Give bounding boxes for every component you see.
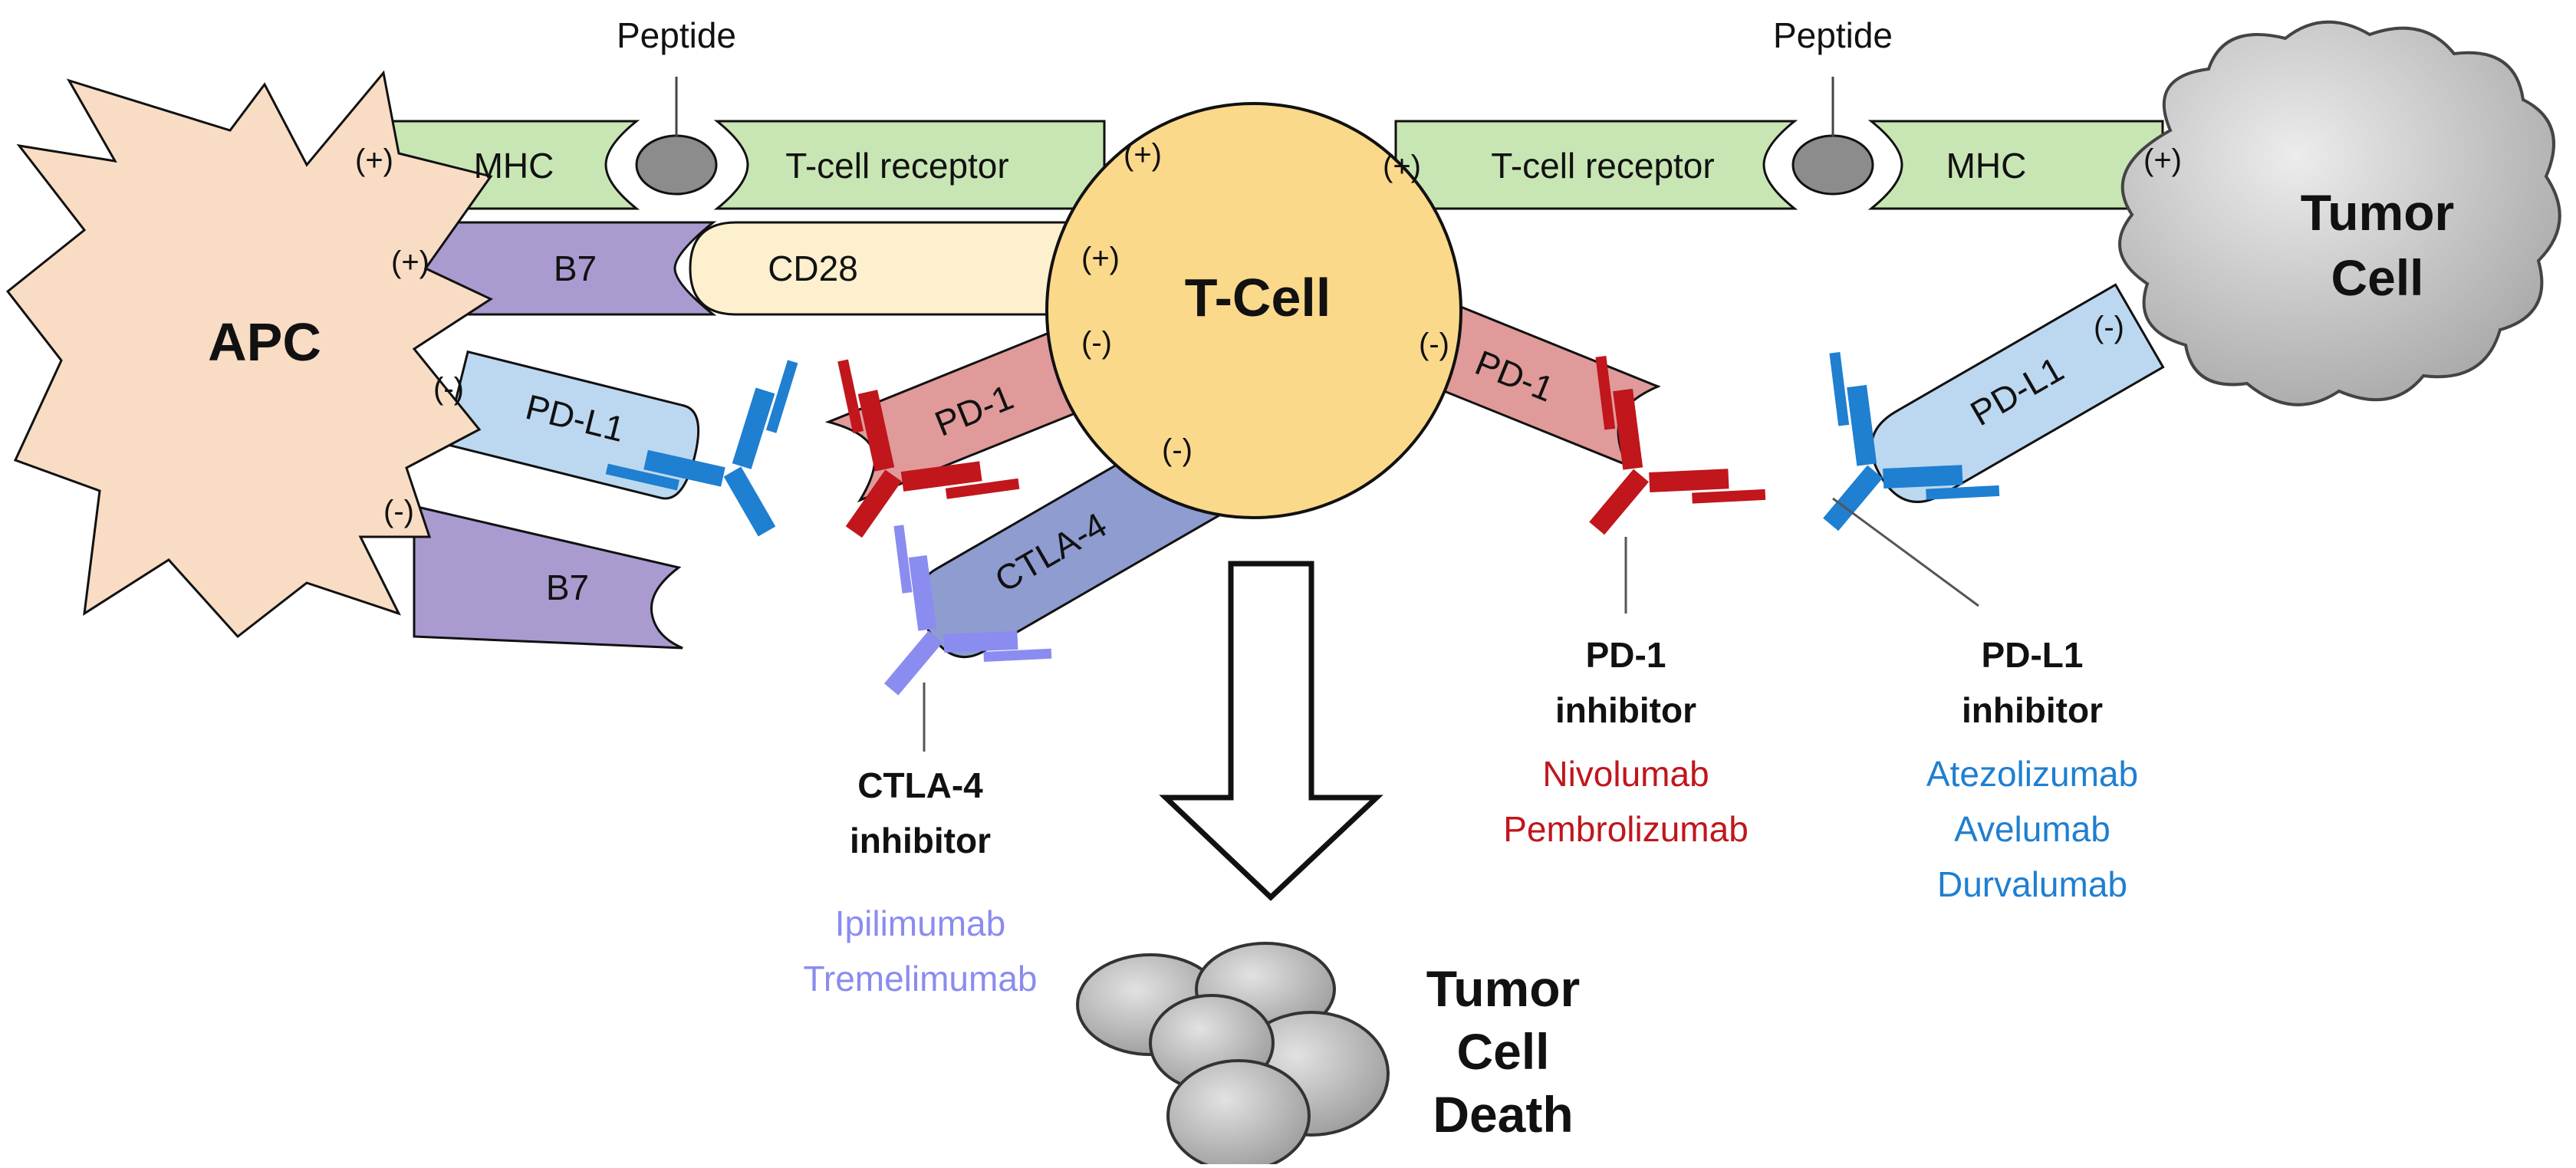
tumor-cell [2118, 20, 2561, 406]
b7-top-bar [413, 221, 717, 316]
tcr-left-label: T-cell receptor [785, 146, 1008, 186]
sign-tcell-pd1-left: (-) [1081, 326, 1112, 360]
ctla4-inhibitor-title-2: inhibitor [850, 821, 991, 860]
sign-apc-mhc: (+) [355, 143, 393, 177]
peptide-right-label: Peptide [1773, 15, 1893, 55]
pdl1-drug-3: Durvalumab [1937, 864, 2127, 904]
pdl1-inhibitor-title-2: inhibitor [1962, 690, 2103, 730]
peptide-left-shape [635, 134, 718, 196]
pdl1-drug-1: Atezolizumab [1926, 754, 2138, 794]
anti-pd1-antibody-right [1589, 356, 1766, 535]
pdl1-pointer-line [1832, 497, 1979, 607]
sign-apc-pdl1: (-) [433, 372, 464, 406]
peptide-left-label: Peptide [617, 15, 736, 55]
tumor-cell-label-line1: Tumor [2301, 184, 2454, 241]
sign-tcell-tcr-right: (+) [1383, 150, 1421, 183]
tumor-cell-label-line2: Cell [2331, 249, 2423, 306]
ctla4-drug-1: Ipilimumab [835, 903, 1005, 943]
outcome-line-1: Tumor [1426, 960, 1580, 1017]
cd28-bar [689, 221, 1114, 316]
peptide-right-shape [1791, 134, 1874, 196]
sign-tumor-mhc: (+) [2143, 143, 2182, 177]
anti-pdl1-antibody-right [1823, 352, 2000, 531]
pdl1-inhibitor-title-1: PD-L1 [1982, 635, 2084, 675]
mhc-right-bar [1867, 120, 2164, 210]
cd28-label: CD28 [768, 248, 858, 288]
pd1-inhibitor-title-2: inhibitor [1555, 690, 1696, 730]
outcome-line-3: Death [1433, 1086, 1573, 1143]
sign-tumor-pdl1: (-) [2094, 311, 2124, 344]
sign-apc-b7: (+) [391, 245, 429, 279]
pd1-drug-1: Nivolumab [1542, 754, 1709, 794]
mhc-right-label: MHC [1946, 146, 2027, 186]
anti-pdl1-antibody-left [605, 360, 798, 537]
sign-apc-b7-bottom: (-) [383, 495, 414, 528]
sign-tcell-tcr-left: (+) [1124, 138, 1162, 172]
tcr-right-bar [1394, 120, 1798, 210]
pd1-inhibitor-title-1: PD-1 [1586, 635, 1666, 675]
pdl1-drug-2: Avelumab [1954, 809, 2110, 849]
sign-tcell-pd1-right: (-) [1419, 327, 1449, 361]
tcr-left-bar [713, 120, 1106, 210]
tcell [1045, 102, 1462, 519]
mhc-left-label: MHC [474, 146, 554, 186]
b7-top-label: B7 [554, 248, 597, 288]
anti-pd1-antibody-left [837, 359, 1020, 538]
b7-bottom-label: B7 [546, 568, 589, 607]
sign-tcell-cd28: (+) [1081, 242, 1120, 275]
anti-ctla4-antibody [883, 525, 1052, 696]
sign-tcell-ctla4: (-) [1162, 433, 1193, 467]
down-arrow [1159, 561, 1383, 901]
b7-bottom-bar [413, 505, 683, 650]
pdl1-apc-bar [443, 350, 700, 500]
dead-tumor-cells [1076, 942, 1390, 1168]
ctla4-inhibitor-title-1: CTLA-4 [857, 765, 983, 805]
apc-cell [5, 70, 494, 639]
apc-label: APC [208, 312, 321, 372]
pd1-drug-2: Pembrolizumab [1503, 809, 1749, 849]
tcell-label: T-Cell [1185, 268, 1331, 327]
tcr-right-label: T-cell receptor [1491, 146, 1714, 186]
outcome-line-2: Cell [1456, 1023, 1549, 1080]
ctla4-drug-2: Tremelimumab [803, 959, 1037, 999]
